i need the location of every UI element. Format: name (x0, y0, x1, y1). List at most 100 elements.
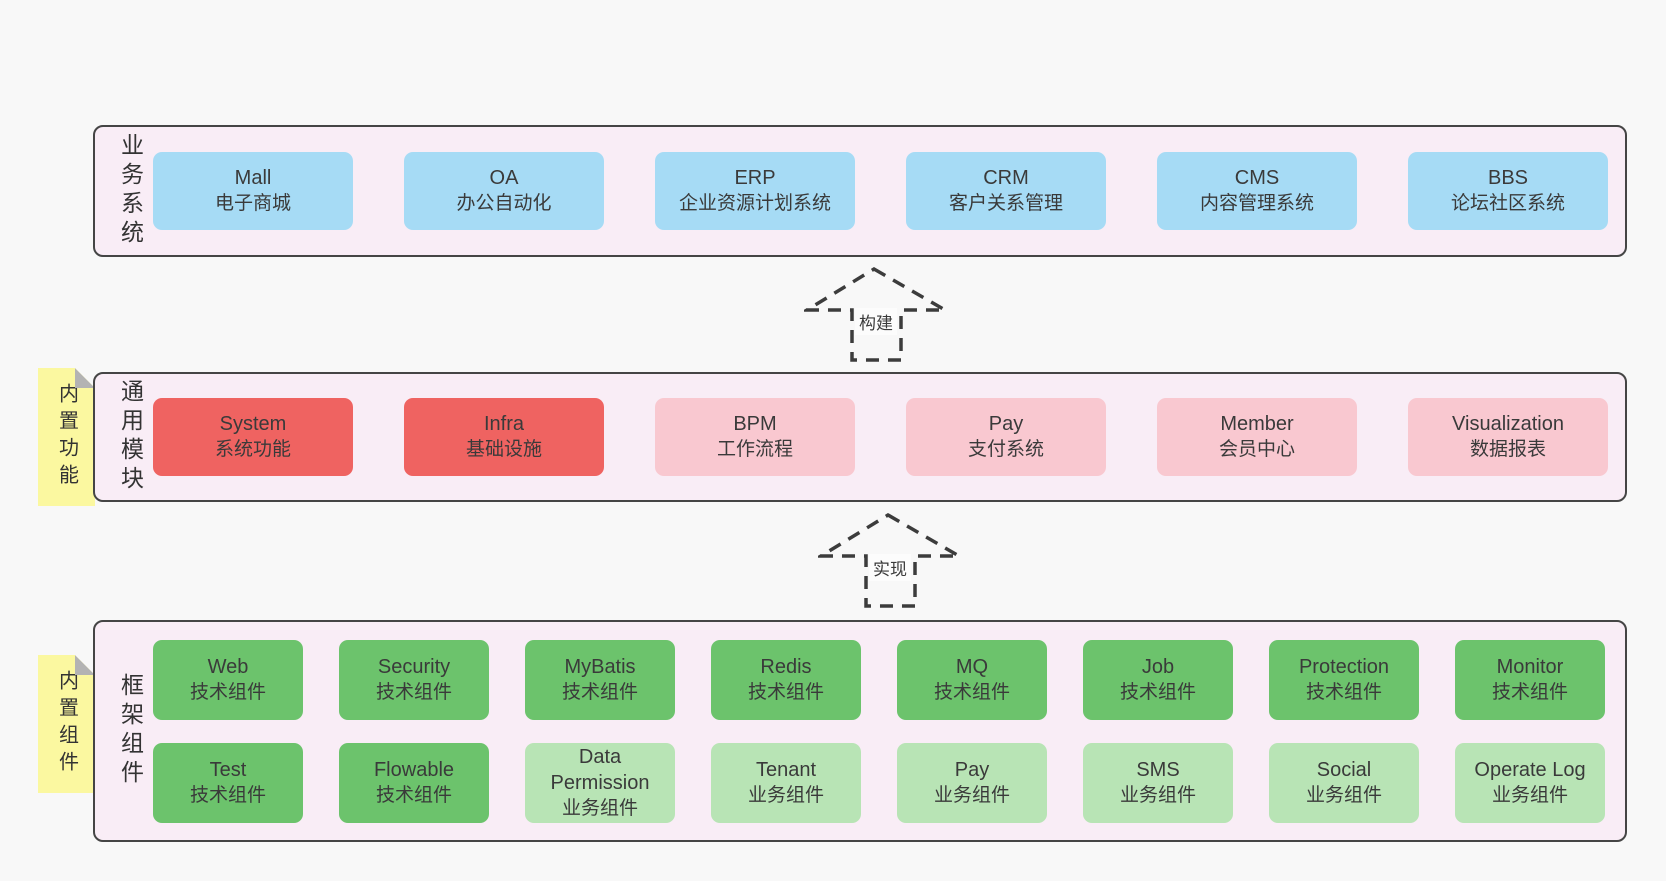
layer-label-column: 通用模块 (107, 374, 153, 500)
box-subtitle: 技术组件 (933, 681, 1010, 703)
box-mybatis: MyBatis 技术组件 (525, 639, 675, 720)
box-member: Member 会员中心 (1157, 398, 1357, 476)
box-test: Test 技术组件 (153, 742, 303, 823)
box-mall: Mall 电子商城 (153, 152, 353, 230)
arrow-implement-label: 实现 (869, 554, 911, 581)
box-bpm: BPM 工作流程 (655, 398, 855, 476)
box-oa: OA 办公自动化 (404, 152, 604, 230)
box-subtitle: 技术组件 (375, 784, 452, 806)
box-protection: Protection 技术组件 (1269, 639, 1419, 720)
layer-label-column: 框架组件 (107, 622, 153, 840)
box-erp: ERP 企业资源计划系统 (655, 152, 855, 230)
components-box-grid: Web 技术组件 Security 技术组件 MyBatis 技术组件 Redi… (153, 639, 1605, 823)
box-cms: CMS 内容管理系统 (1157, 152, 1357, 230)
box-title: Flowable (373, 758, 455, 781)
box-bbs: BBS 论坛社区系统 (1408, 152, 1608, 230)
box-security: Security 技术组件 (339, 639, 489, 720)
box-subtitle: 技术组件 (189, 784, 266, 806)
box-title: System (219, 413, 287, 435)
box-pay-module: Pay 支付系统 (906, 398, 1106, 476)
box-title: MyBatis (564, 655, 636, 678)
up-arrow-icon (804, 266, 948, 362)
box-subtitle: 系统功能 (214, 439, 291, 460)
layer-common-modules: 通用模块 System 系统功能 Infra 基础设施 BPM 工作流程 Pay… (93, 372, 1627, 502)
box-title: Security (377, 655, 451, 678)
box-job: Job 技术组件 (1083, 639, 1233, 720)
box-subtitle: 技术组件 (1491, 681, 1568, 703)
box-title: Job (1141, 655, 1175, 678)
box-system: System 系统功能 (153, 398, 353, 476)
box-title: Social (1316, 758, 1372, 781)
box-title: Protection (1298, 655, 1390, 678)
box-subtitle: 论坛社区系统 (1450, 193, 1565, 214)
box-flowable: Flowable 技术组件 (339, 742, 489, 823)
box-subtitle: 技术组件 (375, 681, 452, 703)
box-social: Social 业务组件 (1269, 742, 1419, 823)
box-title: Monitor (1496, 655, 1564, 678)
box-title: Infra (483, 413, 525, 435)
box-subtitle: 业务组件 (1119, 784, 1196, 806)
box-mq: MQ 技术组件 (897, 639, 1047, 720)
box-title: Data Permission (550, 745, 650, 794)
business-box-row: Mall 电子商城 OA 办公自动化 ERP 企业资源计划系统 CRM 客户关系… (153, 152, 1608, 230)
box-title: BBS (1487, 167, 1529, 189)
box-title: Tenant (755, 758, 817, 781)
box-subtitle: 业务组件 (1305, 784, 1382, 806)
box-title: OA (489, 167, 519, 189)
box-subtitle: 会员中心 (1218, 439, 1295, 460)
layer-framework-components-label: 框架组件 (117, 673, 144, 789)
layer-common-modules-label: 通用模块 (117, 379, 144, 495)
sticky-note-builtin-components-label: 内置组件 (55, 670, 78, 778)
box-subtitle: 业务组件 (747, 784, 824, 806)
box-subtitle: 技术组件 (189, 681, 266, 703)
up-arrow-icon (818, 512, 962, 608)
box-visualization: Visualization 数据报表 (1408, 398, 1608, 476)
box-subtitle: 办公自动化 (456, 193, 552, 214)
box-title: Web (207, 655, 249, 678)
box-title: ERP (734, 167, 776, 189)
sticky-note-builtin-features: 内置功能 (38, 368, 95, 506)
components-row-2: Test 技术组件 Flowable 技术组件 Data Permission … (153, 742, 1605, 823)
box-title: Pay (954, 758, 990, 781)
box-monitor: Monitor 技术组件 (1455, 639, 1605, 720)
box-web: Web 技术组件 (153, 639, 303, 720)
box-title: MQ (955, 655, 989, 678)
box-title: CMS (1234, 167, 1280, 189)
box-subtitle: 技术组件 (561, 681, 638, 703)
box-infra: Infra 基础设施 (404, 398, 604, 476)
box-subtitle: 业务组件 (1491, 784, 1568, 806)
box-subtitle: 支付系统 (967, 439, 1044, 460)
box-crm: CRM 客户关系管理 (906, 152, 1106, 230)
box-operate-log: Operate Log 业务组件 (1455, 742, 1605, 823)
arrow-build-label: 构建 (855, 308, 897, 335)
box-subtitle: 技术组件 (1119, 681, 1196, 703)
box-tenant: Tenant 业务组件 (711, 742, 861, 823)
box-subtitle: 客户关系管理 (948, 193, 1063, 214)
layer-business-systems: 业务系统 Mall 电子商城 OA 办公自动化 ERP 企业资源计划系统 CRM… (93, 125, 1627, 257)
arrow-build: 构建 (804, 266, 948, 364)
box-title: SMS (1136, 758, 1180, 781)
box-redis: Redis 技术组件 (711, 639, 861, 720)
box-subtitle: 企业资源计划系统 (678, 193, 831, 214)
box-subtitle: 技术组件 (1305, 681, 1382, 703)
box-subtitle: 内容管理系统 (1199, 193, 1314, 214)
box-title: CRM (983, 167, 1029, 189)
layer-label-column: 业务系统 (107, 127, 153, 255)
box-title: BPM (733, 413, 777, 435)
box-subtitle: 基础设施 (465, 439, 542, 460)
box-title: Test (209, 758, 247, 781)
box-subtitle: 业务组件 (933, 784, 1010, 806)
sticky-note-builtin-features-label: 内置功能 (55, 383, 78, 491)
box-sms: SMS 业务组件 (1083, 742, 1233, 823)
components-row-1: Web 技术组件 Security 技术组件 MyBatis 技术组件 Redi… (153, 639, 1605, 720)
box-title: Redis (760, 655, 812, 678)
box-subtitle: 业务组件 (561, 797, 638, 819)
box-subtitle: 工作流程 (716, 439, 793, 460)
box-title: Visualization (1452, 413, 1564, 435)
box-data-permission: Data Permission 业务组件 (525, 742, 675, 823)
layer-framework-components: 框架组件 Web 技术组件 Security 技术组件 MyBatis 技术组件… (93, 620, 1627, 842)
box-title: Member (1220, 413, 1294, 435)
modules-box-row: System 系统功能 Infra 基础设施 BPM 工作流程 Pay 支付系统… (153, 398, 1608, 476)
box-title: Mall (234, 167, 272, 189)
